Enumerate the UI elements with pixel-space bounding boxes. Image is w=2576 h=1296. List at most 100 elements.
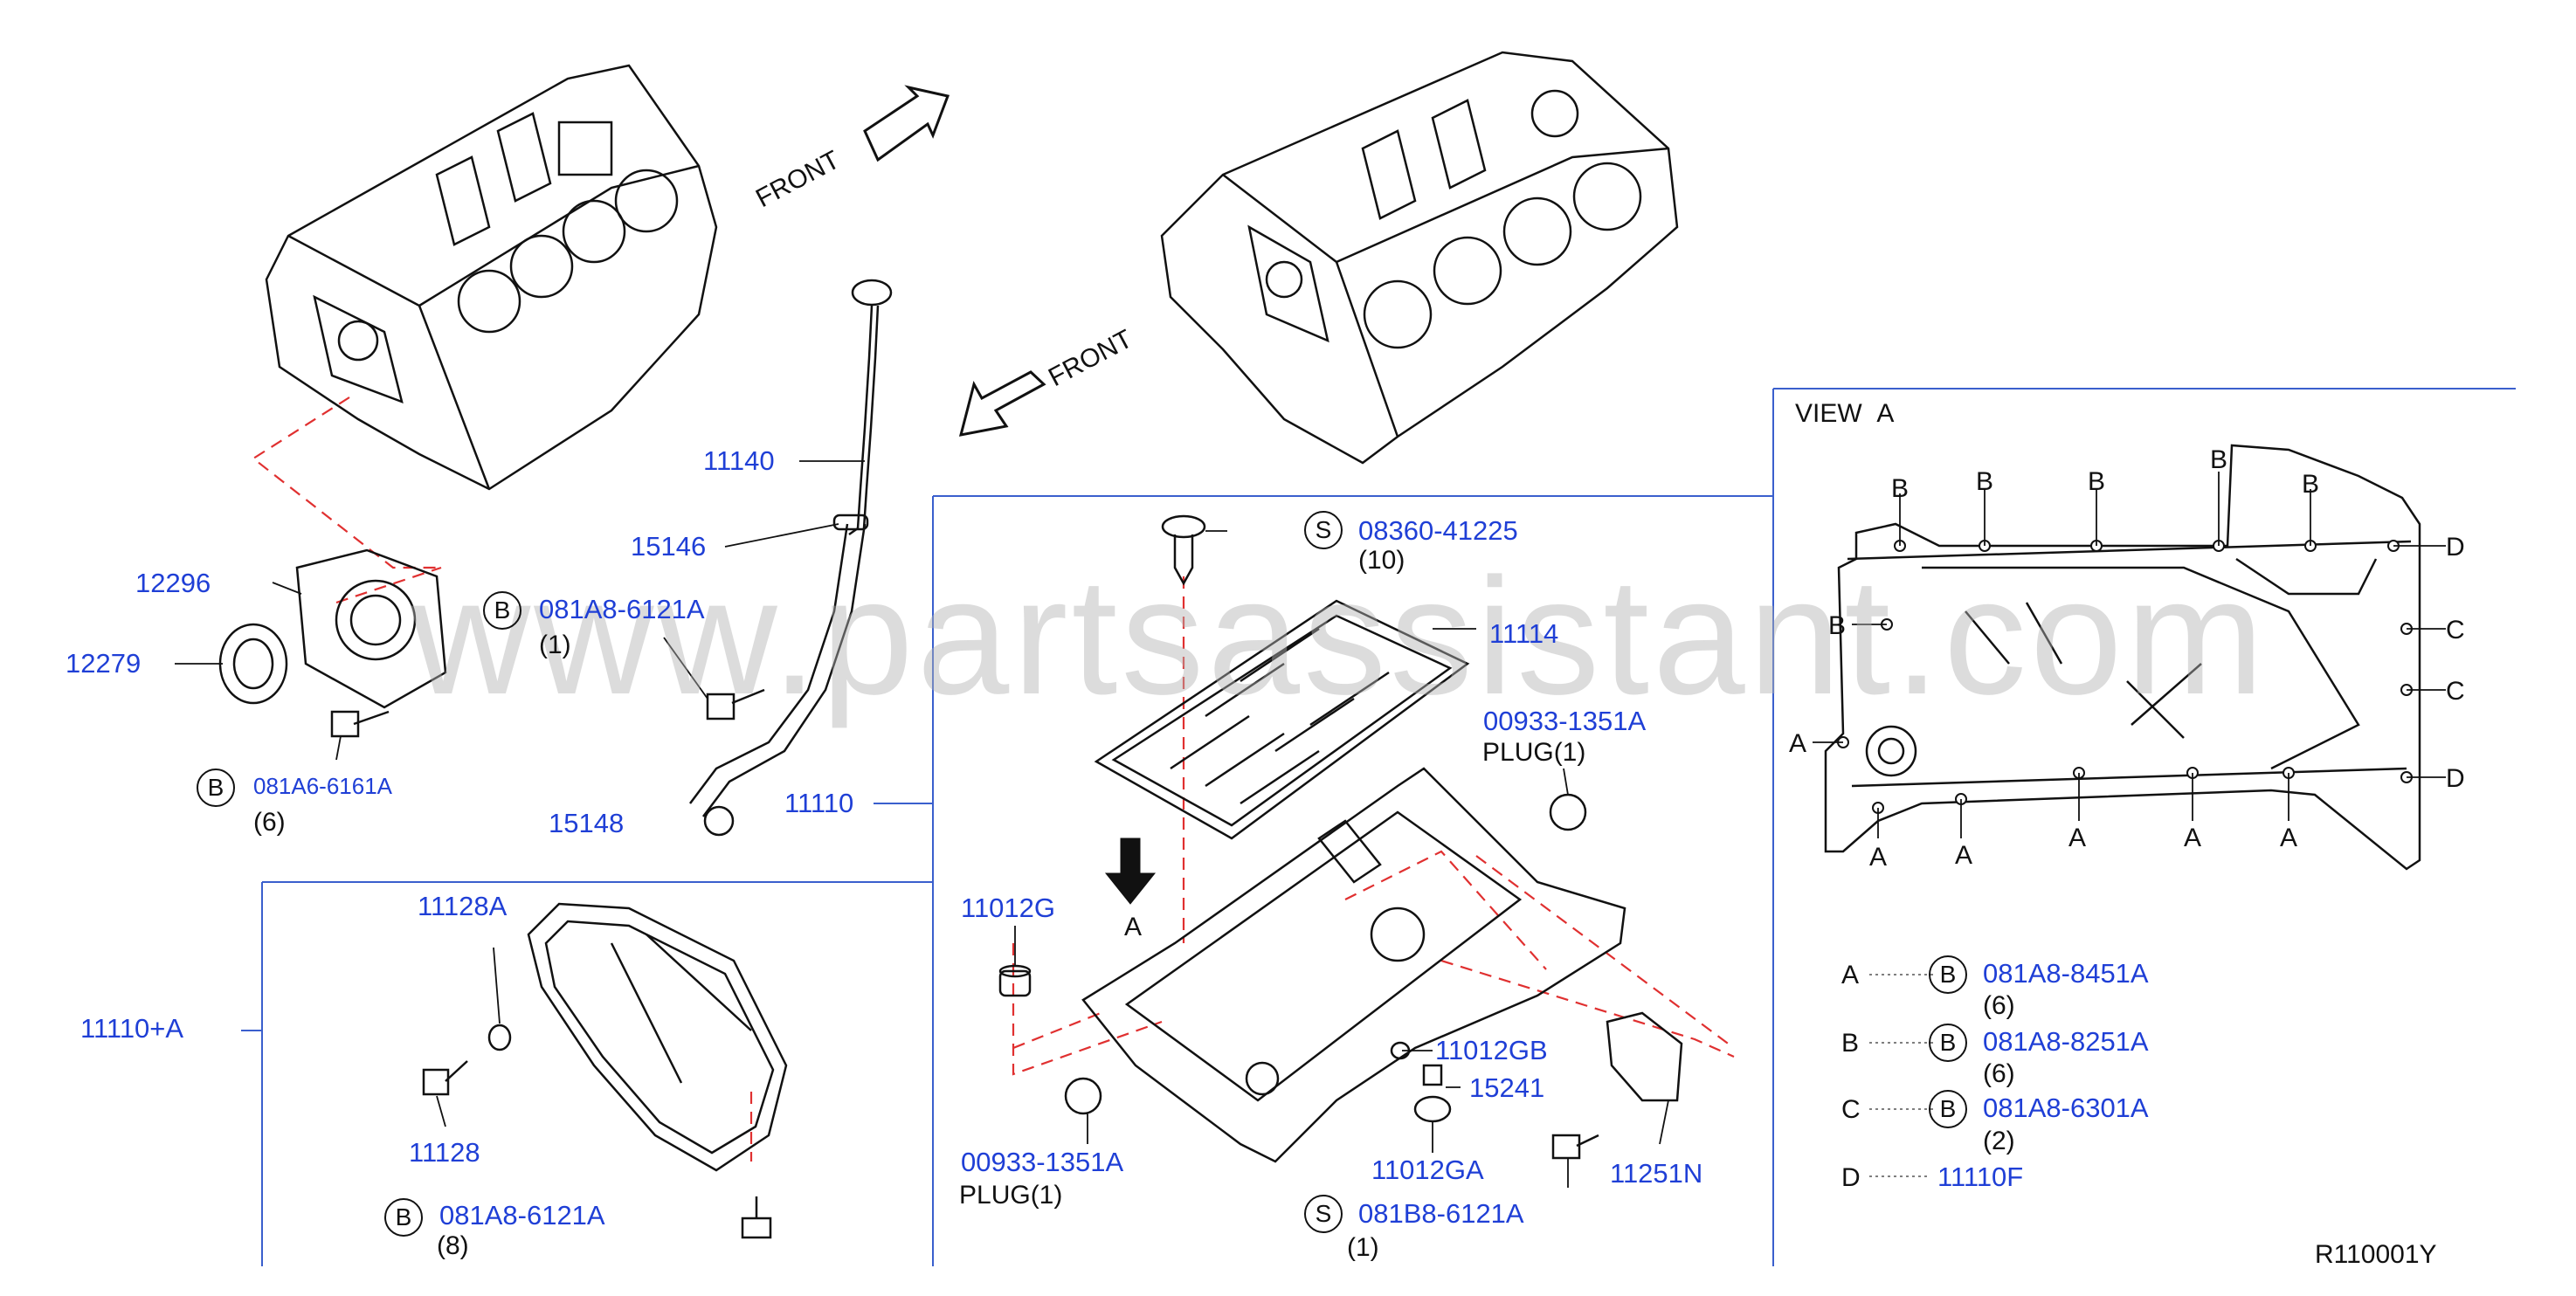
- legend-circle-b: B: [1929, 1024, 1967, 1062]
- legend-part-c[interactable]: 081A8-6301A: [1983, 1093, 2149, 1123]
- view-a-marker: B: [2210, 445, 2228, 474]
- view-a-marker: A: [1955, 841, 1973, 870]
- oil-pan-upper[interactable]: [1081, 767, 1626, 1163]
- bolt-081B8[interactable]: [1551, 1134, 1599, 1160]
- oil-pan-lower[interactable]: [527, 902, 788, 1172]
- bolt-081A8-left[interactable]: [741, 1196, 772, 1239]
- legend-part-d[interactable]: 11110F: [1937, 1162, 2024, 1192]
- legend-part-a[interactable]: 081A8-8451A: [1983, 958, 2149, 989]
- part-11251N[interactable]: 11251N: [1610, 1158, 1703, 1189]
- legend-key-d: D: [1841, 1163, 1861, 1192]
- part-15241[interactable]: [1422, 1064, 1443, 1086]
- part-11012G[interactable]: 11012G: [961, 893, 1056, 923]
- view-a-marker: A: [2068, 824, 2087, 852]
- view-a-title: VIEW A: [1795, 399, 1894, 429]
- part-11128A[interactable]: 11128A: [418, 891, 508, 921]
- part-15241[interactable]: 15241: [1469, 1072, 1545, 1103]
- gasket-11251N[interactable]: [1606, 1011, 1683, 1102]
- view-a-marker: B: [1828, 611, 1847, 640]
- view-a-letter: A: [1876, 399, 1895, 428]
- washer-11012GA[interactable]: [1413, 1095, 1452, 1123]
- plug-00933-top[interactable]: [1549, 793, 1587, 831]
- view-a-word: VIEW: [1795, 399, 1862, 428]
- view-a-outline: [1824, 444, 2421, 871]
- view-a-marker: B: [1891, 474, 1910, 503]
- part-15148[interactable]: 15148: [549, 808, 625, 838]
- view-a-marker: C: [2446, 616, 2465, 645]
- view-a-leaders: [1813, 472, 2446, 838]
- drain-plug-washer[interactable]: [487, 1024, 512, 1051]
- part-12296[interactable]: 12296: [135, 568, 211, 598]
- cylinder-block-right[interactable]: [1160, 51, 1679, 465]
- view-a-marker: C: [2446, 677, 2465, 706]
- circle-s-08360: S: [1304, 511, 1343, 549]
- part-08360-41225[interactable]: 08360-41225: [1358, 515, 1518, 546]
- view-a-marker: A: [1869, 843, 1888, 872]
- part-11012GB[interactable]: 11012GB: [1435, 1035, 1548, 1065]
- baffle-plate[interactable]: [1094, 599, 1470, 840]
- part-11012GA[interactable]: 11012GA: [1371, 1155, 1484, 1185]
- front-arrow-bottom: [958, 370, 1046, 437]
- qty-081A8-top: (1): [539, 631, 571, 659]
- legend-part-b[interactable]: 081A8-8251A: [1983, 1026, 2149, 1057]
- qty-08360: (10): [1358, 546, 1405, 575]
- oil-level-gauge[interactable]: [848, 279, 893, 536]
- part-00933-1351A-bottom[interactable]: 00933-1351A: [961, 1147, 1124, 1177]
- legend-qty-c: (2): [1983, 1127, 2015, 1155]
- view-a-marker: A: [2280, 824, 2298, 852]
- part-11110[interactable]: 11110: [784, 788, 854, 818]
- legend-circle-a: B: [1929, 955, 1967, 994]
- view-a-marker: B: [1976, 467, 1994, 496]
- view-a-marker: D: [2446, 764, 2465, 793]
- view-a-marker: D: [2446, 533, 2465, 562]
- plug-11012G[interactable]: [998, 964, 1032, 997]
- legend-key-a: A: [1841, 961, 1860, 989]
- qty-081B8: (1): [1347, 1233, 1379, 1262]
- part-11128[interactable]: 11128: [409, 1137, 480, 1168]
- view-a-arrow: [1104, 838, 1157, 905]
- front-arrow-top: [863, 85, 950, 162]
- part-081A8-6121A-left[interactable]: 081A8-6121A: [439, 1200, 605, 1231]
- part-12279[interactable]: 12279: [66, 648, 142, 679]
- circle-b-081A8-top: B: [483, 591, 521, 630]
- legend-key-c: C: [1841, 1095, 1861, 1124]
- legend-qty-a: (6): [1983, 991, 2015, 1020]
- legend-dots: [1869, 974, 1935, 1177]
- gauge-guide-tube[interactable]: [689, 514, 869, 817]
- part-081A8-6121A-top[interactable]: 081A8-6121A: [539, 594, 705, 624]
- legend-circle-c: B: [1929, 1090, 1967, 1128]
- bolt-081A6[interactable]: [330, 710, 390, 738]
- part-081B8-6121A[interactable]: 081B8-6121A: [1358, 1198, 1524, 1229]
- part-11140[interactable]: 11140: [703, 445, 775, 476]
- part-081A6-6161A[interactable]: 081A6-6161A: [253, 773, 393, 799]
- bolt-08360[interactable]: [1161, 514, 1206, 586]
- view-a-marker: B: [2302, 470, 2320, 499]
- part-11110-plus-A[interactable]: 11110+A: [80, 1013, 184, 1044]
- frame-lines: [241, 388, 2516, 1266]
- circle-s-081B8: S: [1304, 1195, 1343, 1233]
- part-00933-1351A-top[interactable]: 00933-1351A: [1483, 706, 1647, 736]
- plug-label-bottom: PLUG(1): [959, 1181, 1063, 1210]
- rear-oil-seal[interactable]: [218, 623, 288, 705]
- qty-081A6: (6): [253, 808, 286, 837]
- view-a-marker: B: [2088, 467, 2106, 496]
- view-a-marker: A: [2184, 824, 2202, 852]
- bolt-081A8-top[interactable]: [706, 688, 765, 720]
- figure-reference: R110001Y: [2315, 1240, 2437, 1269]
- circle-b-081A6: B: [197, 769, 235, 807]
- part-15146[interactable]: 15146: [631, 531, 707, 562]
- rear-oil-seal-retainer[interactable]: [295, 548, 447, 709]
- plug-label-top: PLUG(1): [1482, 738, 1586, 767]
- plug-00933-bot[interactable]: [1064, 1077, 1102, 1115]
- part-leaders: [175, 460, 1669, 1188]
- part-11114[interactable]: 11114: [1489, 618, 1559, 649]
- legend-key-b: B: [1841, 1029, 1860, 1058]
- circle-b-081A8-left: B: [384, 1198, 423, 1237]
- plug-15148[interactable]: [703, 805, 735, 837]
- view-arrow-label: A: [1124, 913, 1143, 941]
- view-a-marker: A: [1789, 729, 1807, 758]
- drain-plug-11128[interactable]: [422, 1060, 468, 1096]
- qty-081A8-left: (8): [437, 1231, 469, 1260]
- cylinder-block-left[interactable]: [265, 64, 718, 491]
